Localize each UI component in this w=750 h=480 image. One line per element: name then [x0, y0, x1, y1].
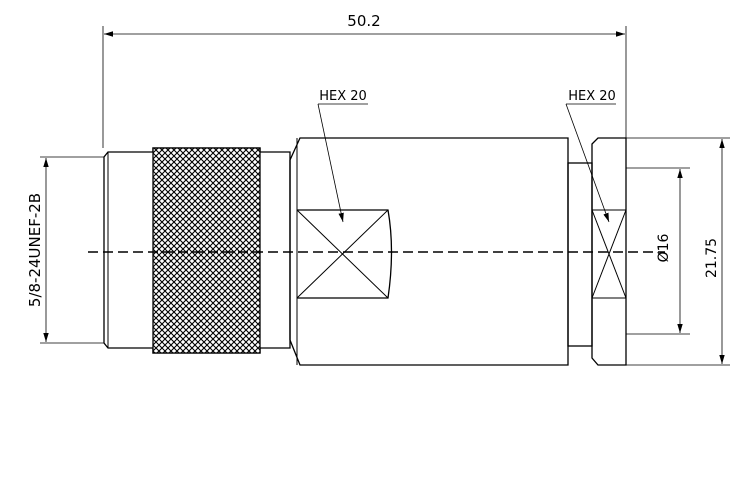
neck [567, 162, 593, 347]
coupling-nut [103, 147, 291, 354]
hex-left-label: HEX 20 [319, 89, 367, 104]
diameter-label: Ø16 [656, 233, 672, 262]
thread-label: 5/8-24UNEF-2B [26, 193, 44, 307]
knurled-band [152, 147, 261, 354]
overall-length-dimension: 50.2 [102, 12, 627, 148]
hex-right-label: HEX 20 [568, 89, 616, 104]
overall-length-label: 50.2 [347, 12, 380, 30]
thread-dimension: 5/8-24UNEF-2B [26, 156, 104, 344]
height-label: 21.75 [704, 238, 720, 278]
height-dimension: 21.75 [626, 137, 730, 366]
hex-left-callout: HEX 20 [317, 89, 368, 223]
clamp-nut [591, 137, 627, 366]
diameter-dimension: Ø16 [626, 167, 690, 335]
hex-right-callout: HEX 20 [565, 89, 616, 223]
